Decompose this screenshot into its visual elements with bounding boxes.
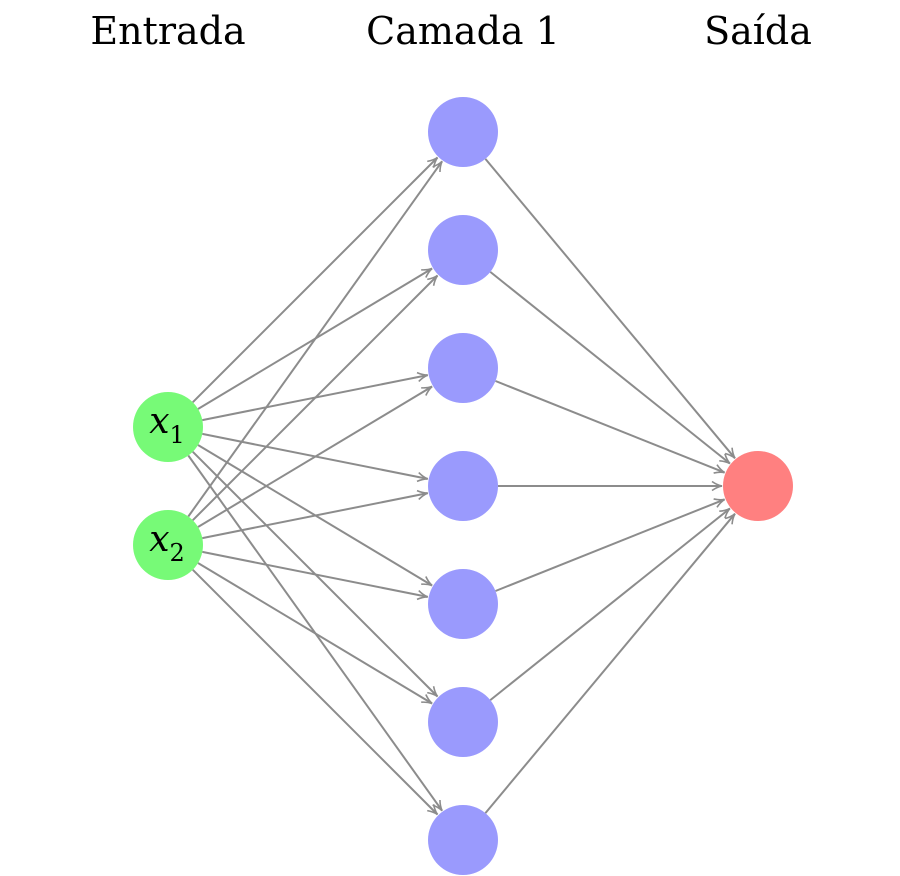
edge-hidden-5-to-output-1 (495, 498, 726, 592)
input-node-2 (133, 510, 203, 580)
hidden-node-7 (428, 805, 498, 875)
hidden-node-2 (428, 215, 498, 285)
hidden-node-1 (428, 97, 498, 167)
edge-input-2-to-hidden-3 (197, 385, 433, 528)
edge-hidden-1-to-output-1 (484, 158, 736, 459)
input-layer-title: Entrada (90, 9, 245, 53)
edge-hidden-6-to-output-1 (489, 507, 731, 701)
input-node-1 (133, 392, 203, 462)
output-layer-title: Saída (704, 9, 812, 53)
hidden-node-4 (428, 451, 498, 521)
edge-input-2-to-hidden-4 (202, 489, 429, 540)
connections (187, 156, 736, 816)
input-node-label-2: x2 (149, 519, 185, 567)
edge-hidden-2-to-output-1 (489, 271, 731, 465)
input-node-label-1: x1 (149, 401, 185, 449)
hidden-layer-title: Camada 1 (366, 9, 560, 53)
output-node-1 (723, 451, 793, 521)
edge-hidden-7-to-output-1 (484, 513, 736, 814)
input-node-variable: x (149, 519, 169, 560)
hidden-node-5 (428, 569, 498, 639)
input-node-subscript: 2 (170, 539, 185, 567)
hidden-node-6 (428, 687, 498, 757)
hidden-node-3 (428, 333, 498, 403)
edge-input-2-to-hidden-6 (197, 562, 433, 705)
edge-hidden-3-to-output-1 (495, 380, 726, 474)
edge-input-2-to-hidden-5 (202, 550, 429, 601)
edge-input-2-to-hidden-7 (191, 568, 439, 816)
edge-input-2-to-hidden-1 (187, 160, 443, 518)
input-node-subscript: 1 (170, 421, 185, 449)
input-node-variable: x (149, 401, 169, 442)
edge-input-2-to-hidden-2 (191, 274, 439, 522)
edge-input-1-to-hidden-1 (191, 156, 439, 404)
